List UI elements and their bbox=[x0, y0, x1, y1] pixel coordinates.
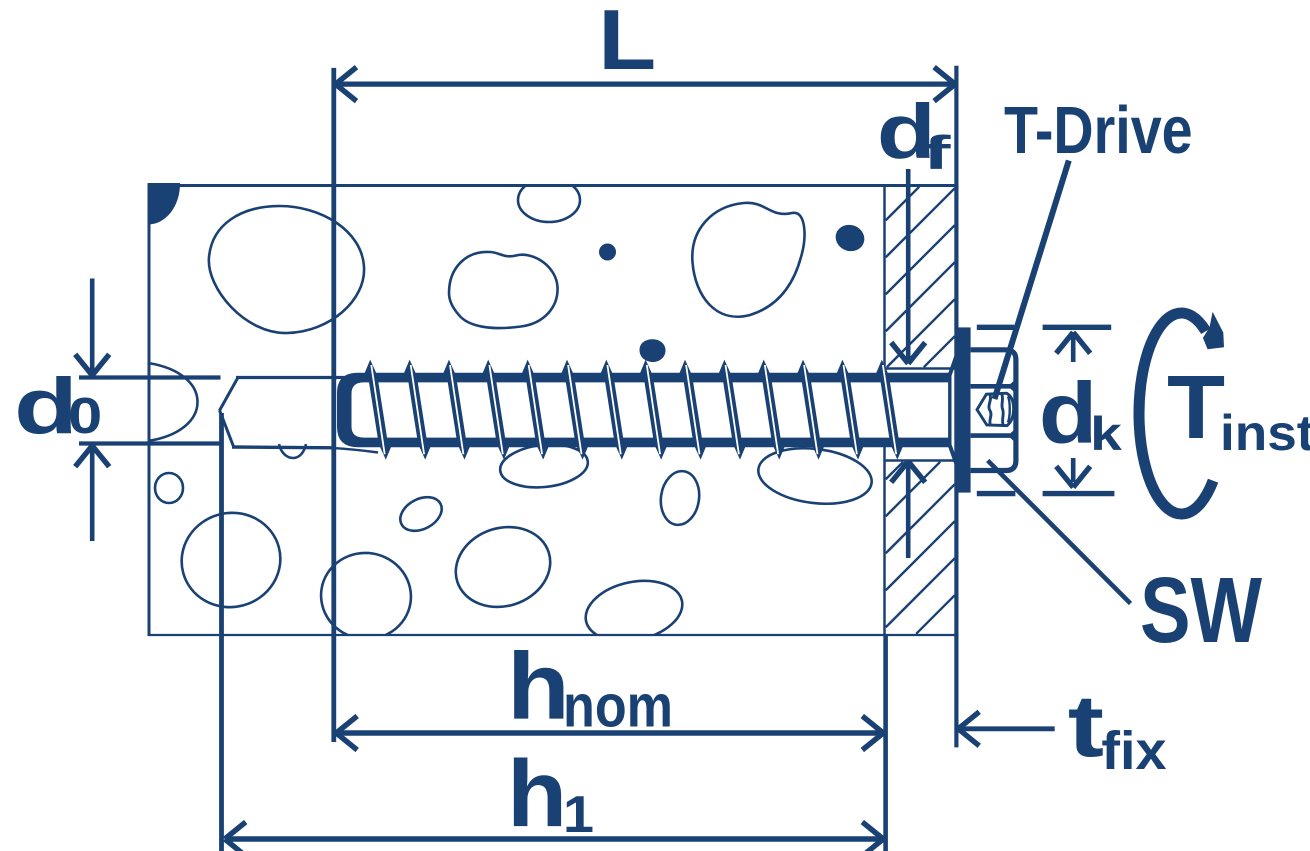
svg-text:k: k bbox=[1090, 407, 1123, 460]
svg-text:t: t bbox=[1068, 676, 1104, 775]
svg-text:L: L bbox=[598, 0, 656, 88]
svg-text:d: d bbox=[1039, 365, 1098, 461]
svg-text:d: d bbox=[14, 361, 78, 450]
svg-text:1: 1 bbox=[563, 786, 594, 844]
svg-text:0: 0 bbox=[68, 386, 102, 444]
svg-text:T: T bbox=[1167, 357, 1225, 458]
svg-text:nom: nom bbox=[563, 672, 673, 739]
svg-text:SW: SW bbox=[1140, 558, 1263, 662]
svg-text:f: f bbox=[923, 126, 952, 179]
svg-text:d: d bbox=[877, 89, 936, 175]
svg-text:inst: inst bbox=[1220, 404, 1310, 461]
svg-text:h: h bbox=[507, 634, 570, 739]
svg-text:h: h bbox=[507, 741, 567, 847]
svg-text:fix: fix bbox=[1101, 722, 1167, 781]
svg-text:T-Drive: T-Drive bbox=[1004, 93, 1193, 168]
